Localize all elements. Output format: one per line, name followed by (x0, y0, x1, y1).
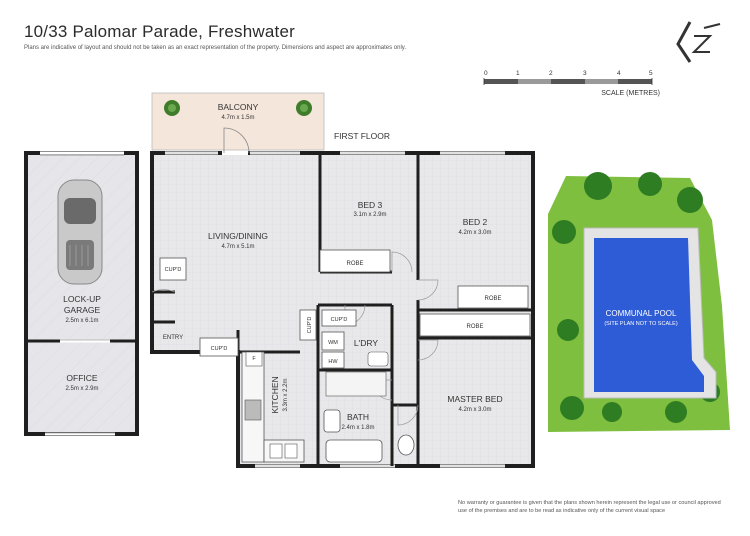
bath-dims: 2.4m x 1.8m (341, 425, 374, 431)
footer-disclaimer: No warranty or guarantee is given that t… (458, 500, 721, 514)
living-dims: 4.7m x 5.1m (221, 244, 254, 250)
floor-label: FIRST FLOOR (334, 131, 390, 141)
plan-disclaimer: Plans are indicative of layout and shoul… (24, 45, 407, 51)
laundry-label: L'DRY (354, 338, 378, 348)
master-dims: 4.2m x 3.0m (458, 407, 491, 413)
balcony-dims: 4.7m x 1.5m (221, 115, 254, 121)
scale-tick-4: 4 (617, 70, 621, 77)
garage-label-1: LOCK-UP (63, 294, 101, 304)
washing-machine-label: WM (328, 340, 338, 346)
scale-tick-2: 2 (549, 70, 553, 77)
office-label: OFFICE (66, 373, 97, 383)
bed3-dims: 3.1m x 2.9m (353, 212, 386, 218)
scale-tick-5: 5 (649, 70, 653, 77)
bed3-label: BED 3 (358, 200, 383, 210)
pool-note: (SITE PLAN NOT TO SCALE) (604, 321, 678, 327)
bed2-dims: 4.2m x 3.0m (458, 230, 491, 236)
office-dims: 2.5m x 2.9m (65, 386, 98, 392)
agency-logo-icon (676, 21, 721, 63)
cupd-laundry: CUP'D (331, 317, 348, 323)
scale-tick-0: 0 (484, 70, 488, 77)
bath-label: BATH (347, 412, 369, 422)
robe-bed2: ROBE (484, 296, 501, 302)
scale-tick-3: 3 (583, 70, 587, 77)
fridge-label: F (252, 356, 256, 362)
cupd-living: CUP'D (165, 267, 182, 273)
scale-tick-1: 1 (516, 70, 520, 77)
pool-label: COMMUNAL POOL (606, 309, 677, 318)
balcony-label: BALCONY (218, 102, 259, 112)
kitchen-label: KITCHEN (270, 376, 280, 413)
garage-dims: 2.5m x 6.1m (65, 318, 98, 324)
living-label: LIVING/DINING (208, 231, 268, 241)
cupd-entry: CUP'D (211, 346, 228, 352)
entry-label: ENTRY (163, 335, 183, 341)
hot-water-label: HW (328, 359, 338, 365)
garage-label-2: GARAGE (64, 305, 101, 315)
kitchen-dims: 3.3m x 2.2m (283, 378, 289, 411)
robe-master: ROBE (466, 324, 483, 330)
bed2-label: BED 2 (463, 217, 488, 227)
scale-label: SCALE (METRES) (601, 90, 660, 97)
cupd-kitchen: CUP'D (307, 317, 313, 334)
page-title: 10/33 Palomar Parade, Freshwater (24, 22, 295, 41)
scale-bar: 0 1 2 3 4 5 SCALE (METRES) (483, 70, 660, 97)
master-label: MASTER BED (447, 394, 502, 404)
robe-bed3: ROBE (346, 261, 363, 267)
